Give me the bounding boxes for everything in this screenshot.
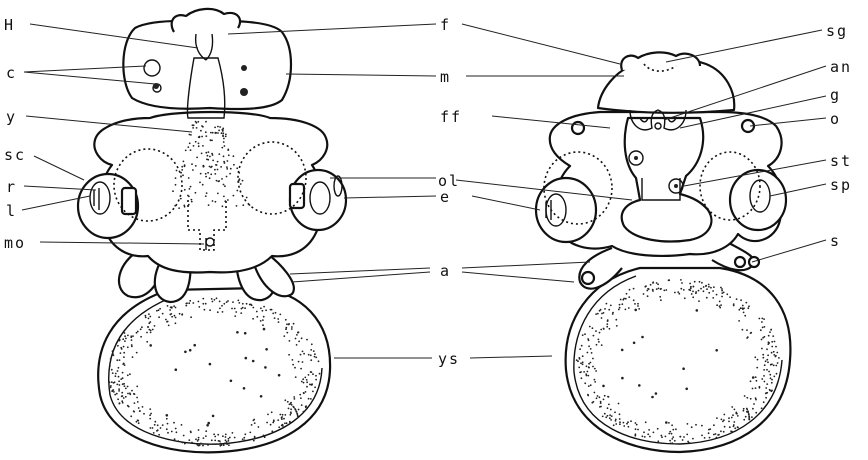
right-side-organ-right [730, 170, 786, 230]
label-c: c [6, 64, 17, 82]
label-H: H [4, 16, 15, 34]
right-yolk-stipple [576, 279, 780, 444]
label-a: a [440, 262, 451, 280]
label-y: y [6, 108, 17, 126]
label-sc: sc [4, 146, 26, 164]
left-yolk-sac [98, 288, 330, 452]
label-g: g [830, 86, 841, 104]
label-mo: mo [4, 234, 26, 252]
left-side-organ-right [290, 170, 346, 230]
right-yolk-sac [566, 268, 791, 452]
label-an: an [830, 58, 852, 76]
label-o: o [830, 110, 841, 128]
label-s: s [830, 232, 841, 250]
label-e: e [440, 188, 451, 206]
left-embryo [78, 9, 346, 452]
label-st: st [830, 152, 852, 170]
label-l: l [6, 202, 17, 220]
label-ff: ff [440, 108, 462, 126]
left-side-organ-left [78, 174, 138, 238]
right-side-organ-left [536, 178, 596, 242]
label-m: m [440, 68, 451, 86]
label-sg: sg [826, 22, 848, 40]
label-sp: sp [830, 176, 852, 194]
label-r: r [6, 178, 17, 196]
label-ys: ys [438, 350, 460, 368]
left-head [123, 9, 291, 118]
label-f: f [440, 16, 451, 34]
